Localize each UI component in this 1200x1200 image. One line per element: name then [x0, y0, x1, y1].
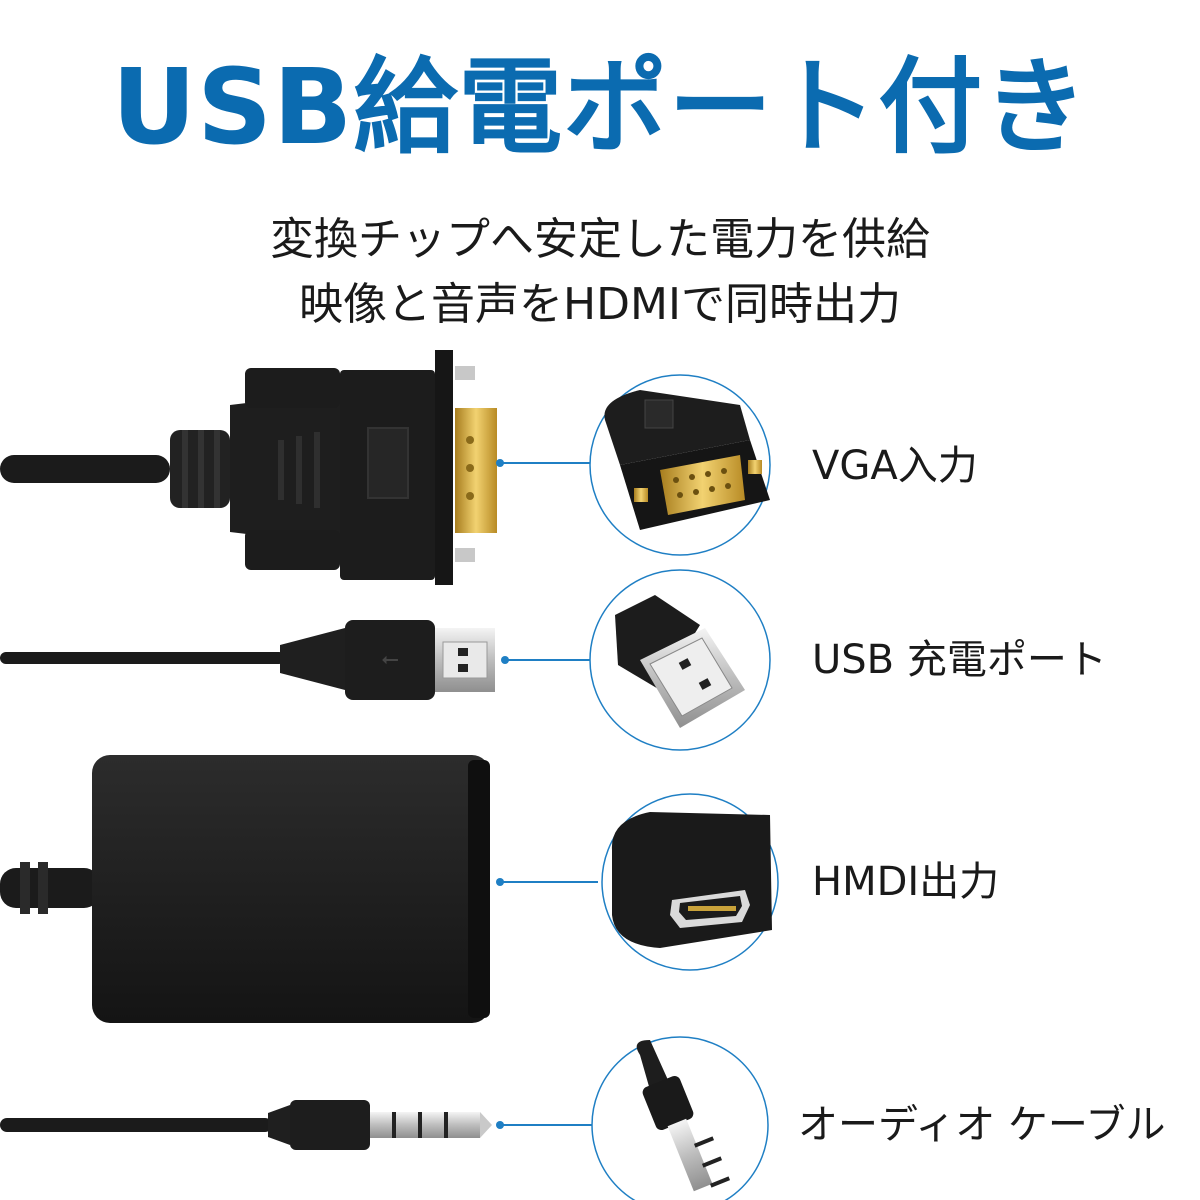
hdmi-box [0, 755, 490, 1023]
audio-jack-icon [591, 1036, 769, 1200]
vga-connector-icon [589, 374, 771, 556]
svg-text:⭠: ⭠ [381, 647, 399, 672]
label-hdmi-output: HMDI出力 [812, 859, 1000, 905]
vga-connector [0, 350, 497, 585]
subtitle-line-2: 映像と音声をHDMIで同時出力 [299, 279, 901, 330]
usb-plug-icon [589, 569, 771, 751]
label-vga-input: VGA入力 [812, 443, 978, 489]
subtitle-line-1: 変換チップへ安定した電力を供給 [270, 214, 930, 265]
label-audio-cable: オーディオ ケーブル [798, 1102, 1166, 1148]
hdmi-port-icon [601, 793, 779, 971]
audio-cable [0, 1100, 492, 1150]
label-usb-charge-port: USB 充電ポート [812, 637, 1107, 683]
usb-plug: ⭠ [0, 620, 495, 700]
page-title: USB給電ポート付き [111, 46, 1089, 168]
